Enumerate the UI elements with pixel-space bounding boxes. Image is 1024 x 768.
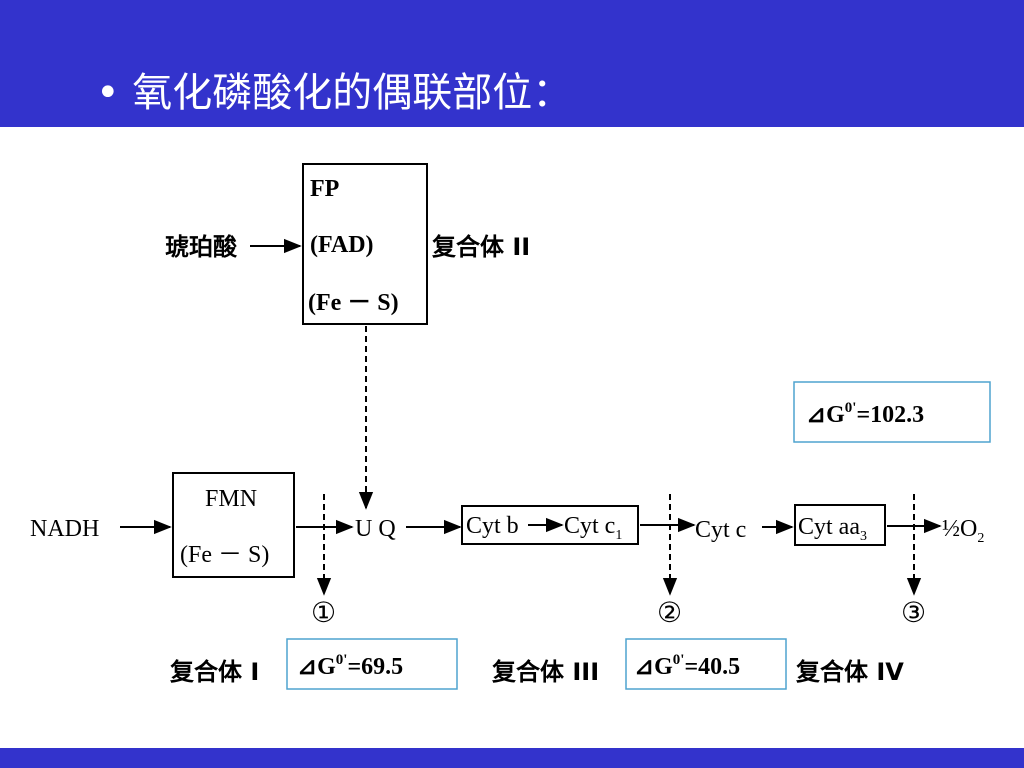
uq-label: U Q <box>355 516 396 542</box>
cyt-b-label: Cyt b <box>466 513 519 539</box>
footer-band <box>0 748 1024 768</box>
energy-box-site2 <box>625 638 787 690</box>
header-band <box>0 0 1024 127</box>
complex-ii-fes: (Fe － S) <box>308 290 399 316</box>
nadh-label: NADH <box>30 516 99 542</box>
complex-ii-fad: (FAD) <box>310 232 374 258</box>
complex-ii-fp: FP <box>310 176 339 202</box>
complex-iii-label: 复合体 III <box>491 658 599 686</box>
complex-i-box <box>172 472 295 578</box>
cyt-aa3-label: Cyt aa3 <box>798 514 867 544</box>
site1-marker: ① <box>311 596 336 629</box>
complex-iv-label: 复合体 IV <box>795 658 904 686</box>
site2-marker: ② <box>657 596 682 629</box>
energy-value-site3: ⊿G0'=102.3 <box>806 400 924 428</box>
oxygen-label: ½O2 <box>942 516 984 546</box>
energy-value-site1: ⊿G0'=69.5 <box>297 652 403 680</box>
succinate-label: 琥珀酸 <box>165 233 238 261</box>
slide-title: • 氧化磷酸化的偶联部位： <box>96 70 573 116</box>
complex-i-fmn: FMN <box>205 486 257 512</box>
complex-i-label: 复合体 I <box>169 658 259 686</box>
cyt-c1-label: Cyt c1 <box>564 513 622 543</box>
energy-box-site3 <box>793 381 991 443</box>
energy-value-site2: ⊿G0'=40.5 <box>634 652 740 680</box>
site3-marker: ③ <box>901 596 926 629</box>
cyt-aa3-box <box>794 504 886 546</box>
cyt-b-c1-box <box>461 505 639 545</box>
energy-box-site1 <box>286 638 458 690</box>
complex-i-fes: (Fe － S) <box>180 542 269 568</box>
cyt-c-label: Cyt c <box>695 517 746 543</box>
complex-ii-label: 复合体 II <box>431 233 530 261</box>
complex-ii-box <box>302 163 428 325</box>
